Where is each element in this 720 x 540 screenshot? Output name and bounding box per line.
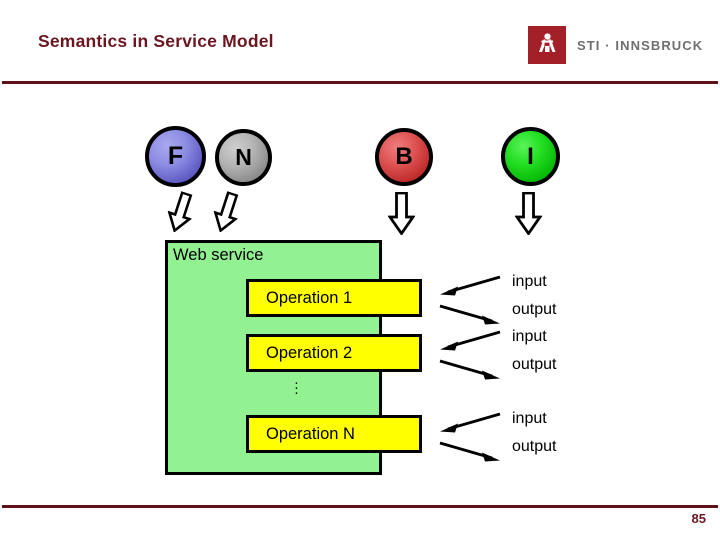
arrow-right-output-3-icon	[438, 440, 502, 462]
node-n: N	[215, 129, 272, 186]
arrow-right-output-2-icon	[438, 358, 502, 380]
node-b: B	[375, 128, 433, 186]
page-title: Semantics in Service Model	[38, 31, 274, 51]
logo: STI · INNSBRUCK	[528, 26, 703, 64]
page-number: 85	[691, 511, 706, 526]
operation-box-n[interactable]: Operation N	[246, 415, 422, 453]
arrow-right-output-1-icon	[438, 303, 502, 325]
operations-ellipsis: ...	[294, 371, 299, 398]
node-f: F	[145, 126, 206, 187]
operation-box-2[interactable]: Operation 2	[246, 334, 422, 372]
arrow-left-input-2-icon	[438, 330, 502, 352]
io-label-output-2: output	[512, 356, 557, 373]
arrow-left-input-1-icon	[438, 275, 502, 297]
footer-divider	[2, 505, 718, 508]
block-arrow-down-f-icon	[162, 189, 198, 236]
web-service-label: Web service	[173, 246, 264, 264]
block-arrow-down-b-icon	[388, 192, 415, 235]
node-i: I	[501, 127, 560, 186]
io-label-output-3: output	[512, 438, 557, 455]
operation-box-1[interactable]: Operation 1	[246, 279, 422, 317]
logo-text: STI · INNSBRUCK	[577, 37, 704, 53]
io-label-input-1: input	[512, 273, 547, 290]
block-arrow-down-n-icon	[208, 189, 244, 236]
title-divider	[2, 81, 718, 84]
arrow-left-input-3-icon	[438, 412, 502, 434]
io-label-output-1: output	[512, 301, 557, 318]
sti-figure-icon	[528, 26, 566, 64]
block-arrow-down-i-icon	[515, 192, 542, 235]
io-label-input-3: input	[512, 410, 547, 427]
io-label-input-2: input	[512, 328, 547, 345]
